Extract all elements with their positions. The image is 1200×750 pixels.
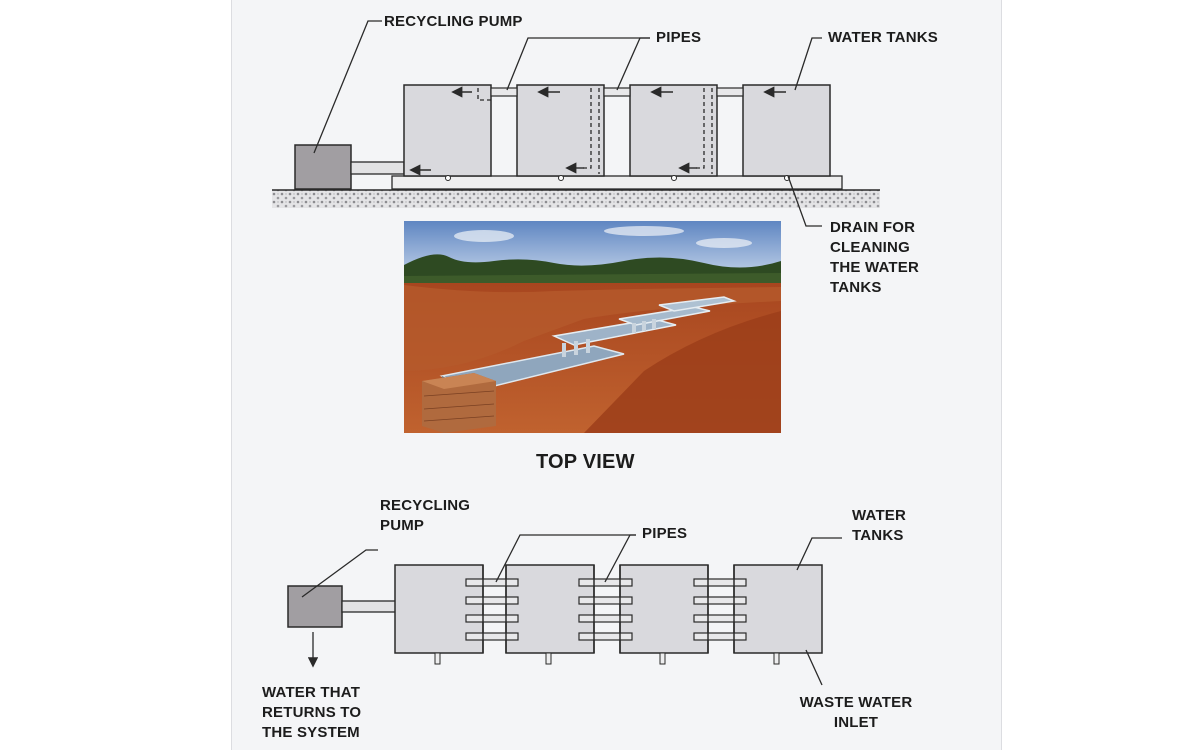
pump-top-line-1: RECYCLING — [380, 497, 471, 514]
return-line-1: WATER THAT — [262, 684, 361, 701]
label-drain: DRAIN FOR CLEANING THE WATER TANKS — [830, 218, 919, 298]
label-waste-water-inlet: WASTE WATER INLET — [790, 693, 922, 733]
label-pipes-top: PIPES — [642, 525, 688, 542]
recycling-pump-top — [287, 585, 343, 628]
pump-connector-pipe — [341, 600, 397, 613]
top-drain-stubs — [434, 652, 780, 665]
label-return-water: WATER THAT RETURNS TO THE SYSTEM — [262, 683, 361, 743]
drain-line-4: TANKS — [830, 279, 882, 296]
base-slab — [391, 175, 843, 190]
label-pipes-side: PIPES — [656, 29, 702, 46]
photo-brick-pump — [422, 373, 496, 433]
photo-illustration — [404, 221, 781, 433]
water-tank-3 — [629, 84, 718, 177]
top-view-leaders — [301, 534, 842, 686]
inlet-line-1: WASTE WATER — [799, 694, 913, 711]
drain-line-3: THE WATER — [830, 259, 920, 276]
photo-pipes — [562, 319, 656, 357]
top-tank-edges — [482, 565, 735, 653]
pipe-1-2 — [490, 87, 518, 97]
return-line-2: RETURNS TO — [262, 704, 362, 721]
site-photo — [404, 221, 781, 433]
pipe-2-3 — [603, 87, 631, 97]
top-connecting-pipes — [465, 578, 747, 641]
label-water-tanks-side: WATER TANKS — [828, 29, 938, 46]
drain-line-1: DRAIN FOR — [830, 219, 916, 236]
return-line-3: THE SYSTEM — [262, 724, 360, 741]
top-view — [287, 534, 842, 686]
pump-outlet-pipe — [350, 161, 405, 175]
drain-line-2: CLEANING — [830, 239, 910, 256]
top-tank-4 — [733, 564, 823, 654]
flow-arrows — [409, 86, 786, 176]
label-recycling-pump-side: RECYCLING PUMP — [384, 13, 523, 30]
pump-top-line-2: PUMP — [380, 517, 425, 534]
water-tank-2 — [516, 84, 605, 177]
ground-gravel — [272, 190, 880, 208]
pipe-3-4 — [716, 87, 744, 97]
water-tank-1 — [403, 84, 492, 177]
inlet-line-2: INLET — [833, 714, 879, 731]
tanks-top-line-1: WATER — [852, 507, 907, 524]
top-view-title: TOP VIEW — [536, 451, 635, 473]
side-view-leaders — [313, 20, 822, 227]
water-tank-4 — [742, 84, 831, 177]
recycling-pump-side — [294, 144, 352, 190]
top-tank-3 — [619, 564, 709, 654]
label-recycling-pump-top: RECYCLING PUMP — [380, 496, 470, 536]
side-view — [272, 20, 880, 227]
label-water-tanks-top: WATER TANKS — [852, 506, 906, 546]
tanks-top-line-2: TANKS — [852, 527, 904, 544]
